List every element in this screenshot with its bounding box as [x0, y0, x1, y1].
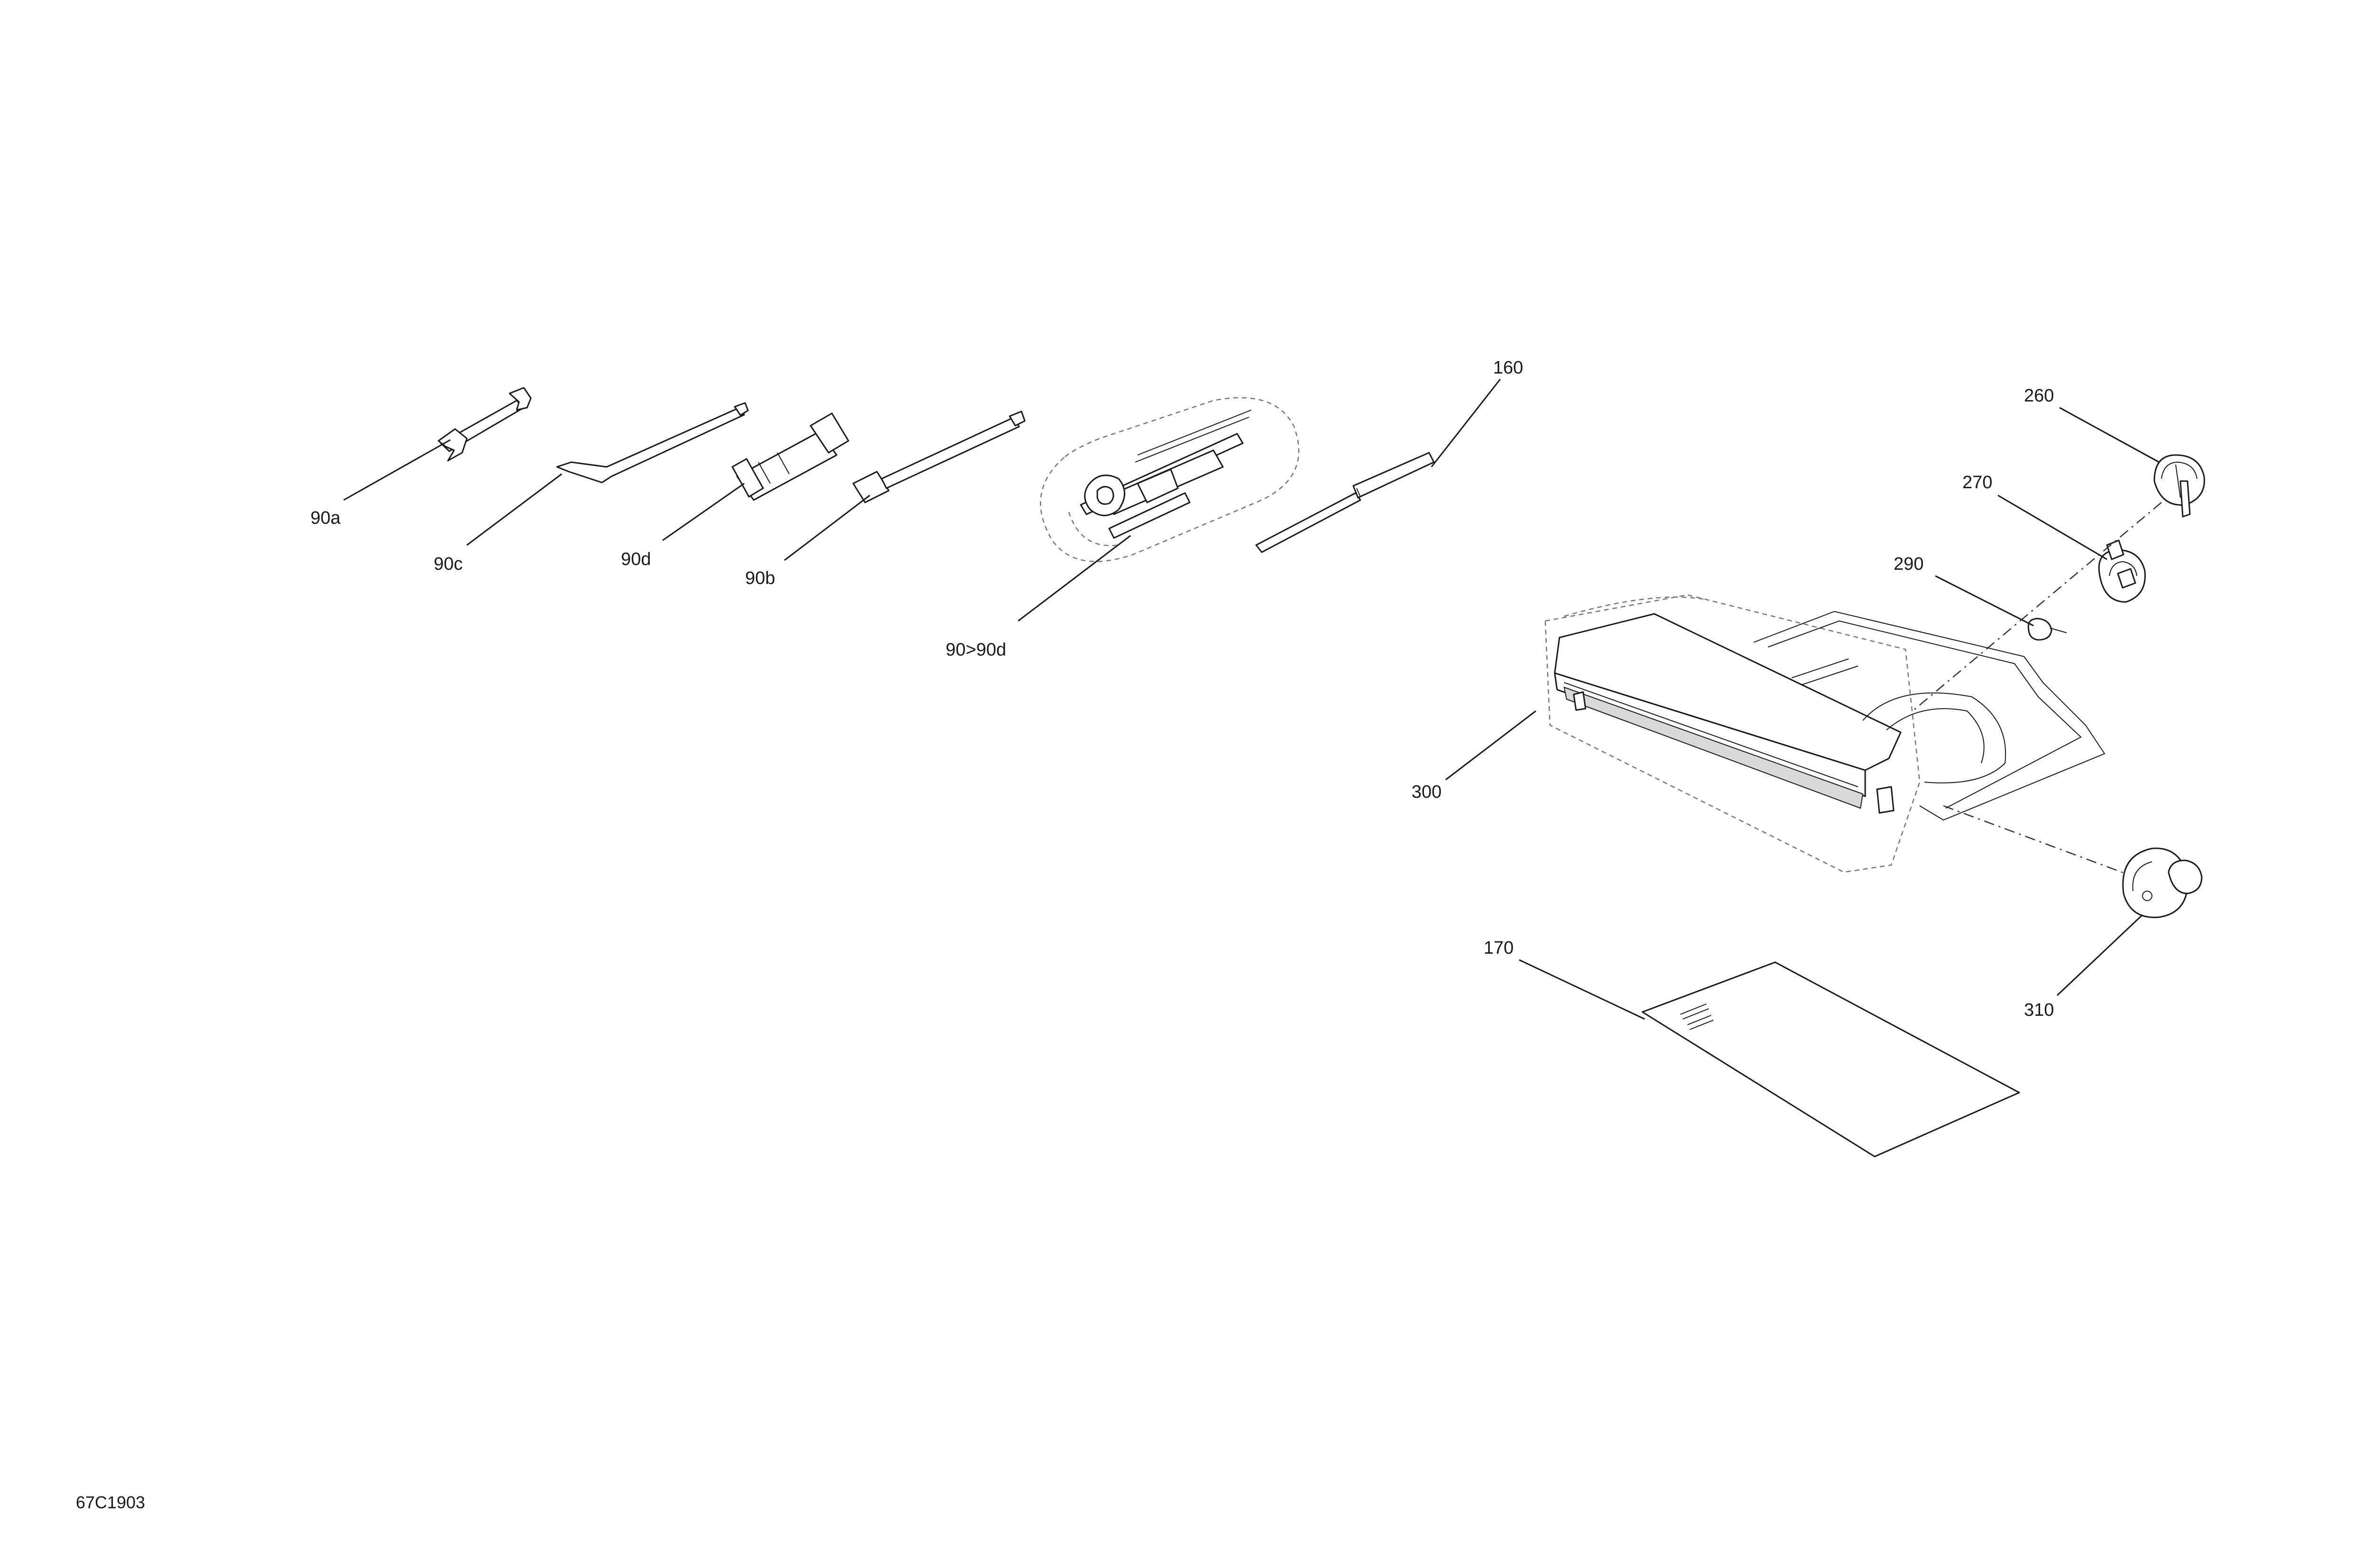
callout-90d: 90d [621, 549, 651, 569]
part-290-clip[interactable] [2027, 618, 2067, 641]
part-300-storage-tray[interactable] [1544, 594, 2106, 873]
part-90b-driver[interactable] [852, 410, 1026, 503]
leader-170 [1519, 959, 1645, 1020]
leader-160 [1431, 379, 1501, 467]
part-170-manual[interactable] [1641, 961, 2020, 1158]
part-160-pry-tool[interactable] [1255, 452, 1435, 553]
leader-90b [784, 494, 870, 561]
callout-90a: 90a [310, 508, 341, 528]
callout-290: 290 [1894, 554, 1923, 574]
leader-90c [466, 473, 562, 546]
part-90d-spark-plug-socket[interactable] [731, 412, 849, 501]
assembly-axis-upper [1912, 502, 2162, 711]
leader-90-90d [1018, 535, 1131, 622]
leader-290 [1935, 575, 2034, 627]
callout-90-90d: 90>90d [946, 640, 1006, 660]
leader-300 [1445, 710, 1536, 781]
drawing-code: 67C1903 [76, 1493, 145, 1512]
part-310-plug[interactable] [2122, 848, 2203, 918]
callout-300: 300 [1412, 782, 1441, 802]
part-270-valve[interactable] [2098, 539, 2146, 603]
leader-90a [343, 439, 451, 501]
callout-90b: 90b [745, 568, 775, 588]
callout-310: 310 [2024, 1000, 2054, 1020]
part-90a-wrench[interactable] [438, 387, 532, 462]
callout-270: 270 [1962, 473, 1992, 492]
leader-260 [2059, 407, 2160, 463]
leader-270 [1997, 494, 2107, 560]
leader-90d [662, 483, 745, 541]
callout-90c: 90c [434, 554, 463, 574]
callout-170: 170 [1484, 938, 1513, 958]
part-260-cap[interactable] [2153, 454, 2205, 518]
leader-310 [2056, 914, 2143, 996]
callout-160: 160 [1493, 358, 1523, 378]
part-90c-extension-rod[interactable] [556, 402, 749, 483]
part-90-tool-kit-pouch[interactable] [1039, 397, 1300, 562]
assembly-axis-lower [1943, 805, 2148, 883]
callout-260: 260 [2024, 386, 2054, 406]
